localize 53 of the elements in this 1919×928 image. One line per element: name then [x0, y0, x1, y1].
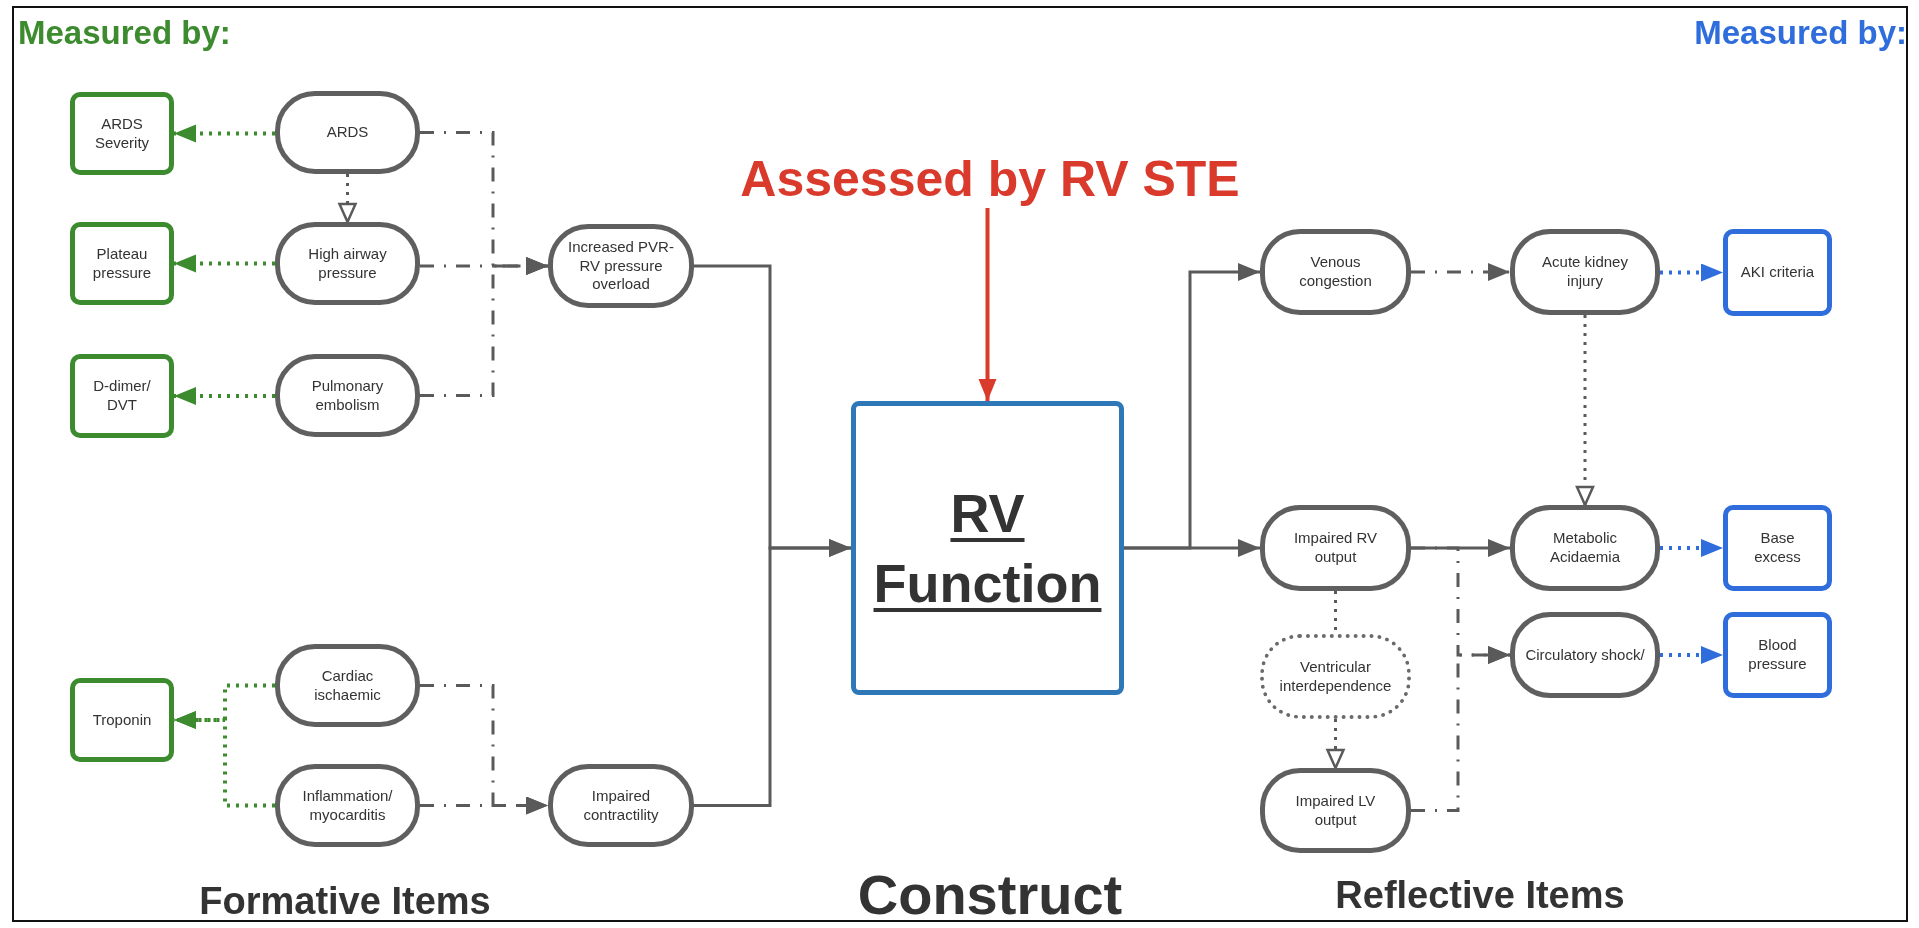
arrow [1660, 646, 1723, 664]
arrow [174, 124, 275, 143]
measure-box [70, 92, 174, 175]
node-label: Base excess [1753, 529, 1802, 567]
arrow [978, 208, 997, 401]
node-label: Ventricular interdependence [1278, 657, 1393, 696]
node-label: Inflammation/ myocarditis [301, 786, 394, 825]
section-heading: Construct [856, 862, 1124, 927]
measure-box [70, 222, 174, 305]
arrow [338, 174, 357, 224]
section-heading: Measured by: [18, 14, 231, 52]
section-heading: Measured by: [1694, 14, 1907, 52]
node-label: Increased PVR- RV pressure overload [567, 237, 675, 295]
node-label: Impaired LV output [1294, 791, 1377, 830]
measure-box [1723, 505, 1832, 591]
arrow [694, 539, 851, 807]
node-label: RV Function [872, 481, 1103, 615]
section-heading: Formative Items [198, 880, 492, 923]
node-label: Acute kidney injury [1541, 253, 1629, 291]
heading-text: Assessed by RV STE [740, 149, 1240, 209]
arrow [174, 254, 275, 273]
node-label: Venous congestion [1298, 253, 1373, 291]
arrow [1575, 315, 1595, 507]
arrow [420, 257, 548, 397]
node-label: Circulatory shock/ [1525, 645, 1645, 665]
node-label: AKI criteria [1740, 263, 1815, 282]
node-label: Cardiac ischaemic [313, 666, 382, 705]
node-label: D-dimer/ DVT [92, 377, 152, 415]
node-label: ARDS [326, 123, 369, 142]
node-label: Impaired RV output [1292, 529, 1379, 567]
arrow [1411, 263, 1510, 281]
arrow [1660, 263, 1723, 282]
construct-box [851, 401, 1124, 695]
node-label: Pulmonary embolism [310, 376, 385, 415]
node-label: Impaired contractility [582, 786, 660, 825]
measure-box [70, 678, 174, 762]
node-label: ARDS Severity [93, 114, 151, 153]
arrow [420, 796, 548, 815]
arrow [1326, 719, 1345, 770]
measure-box [70, 354, 174, 438]
node-label: Blood pressure [1747, 636, 1808, 674]
arrow [174, 711, 275, 808]
node-label: Metabolic Acidaemia [1548, 529, 1621, 567]
node-label: Plateau pressure [91, 244, 153, 283]
arrow [1411, 646, 1510, 812]
arrow [1124, 539, 1260, 557]
node-label: Troponin [92, 710, 152, 730]
arrow [1660, 539, 1723, 557]
measure-box [1723, 229, 1832, 316]
section-heading: Reflective Items [1334, 874, 1626, 917]
measure-box [1723, 612, 1832, 698]
arrow [174, 387, 275, 405]
node-label: High airway pressure [307, 244, 388, 283]
